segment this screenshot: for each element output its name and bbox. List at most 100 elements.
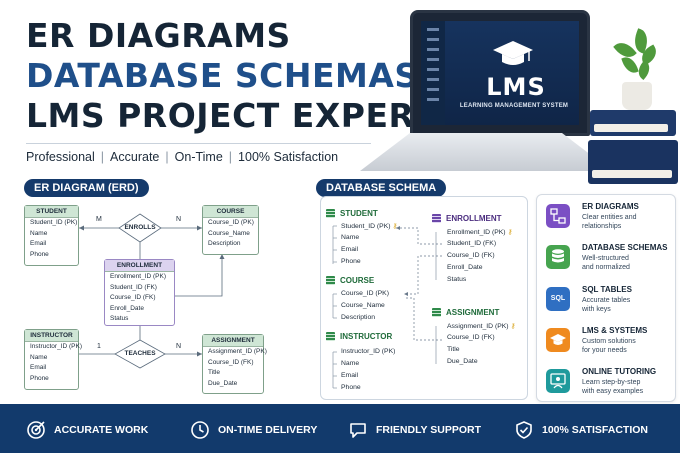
entity-field: Name xyxy=(30,353,48,361)
schema-field: Status xyxy=(447,276,467,283)
graduation-cap-icon xyxy=(493,41,533,65)
entity-field: Student_ID (PK) xyxy=(30,219,78,226)
laptop-screen: LMS LEARNING MANAGEMENT SYSTEM xyxy=(410,10,590,136)
service-title: LMS & SYSTEMS xyxy=(582,326,648,335)
schema-table-instructor: INSTRUCTOR xyxy=(326,332,392,341)
erd-entity-course: COURSE Course_ID (PK) Course_Name Descri… xyxy=(202,205,259,255)
table-icon xyxy=(326,209,335,218)
erd-entity-student: STUDENT Student_ID (PK) Name Email Phone xyxy=(24,205,79,266)
entity-field: Course_ID (FK) xyxy=(208,358,254,366)
schema-field: Course_ID (FK) xyxy=(447,252,495,259)
schema-table-student: STUDENT xyxy=(326,209,378,218)
lms-subtitle: LEARNING MANAGEMENT SYSTEM xyxy=(459,103,569,109)
entity-field: Instructor_ID (PK) xyxy=(30,343,83,350)
schema-field: Email xyxy=(341,372,358,379)
headline-line-3: LMS PROJECT EXPERT xyxy=(26,96,436,135)
schema-field: Phone xyxy=(341,258,361,265)
schema-field: Due_Date xyxy=(447,358,478,365)
entity-name: COURSE xyxy=(203,206,258,218)
entity-name: INSTRUCTOR xyxy=(25,330,78,342)
laptop-sidebar xyxy=(421,21,445,125)
enrolls-diamond xyxy=(118,213,162,243)
erd-entity-enrollment: ENROLLMENT Enrollment_ID (PK) Student_ID… xyxy=(104,259,175,326)
entity-name: STUDENT xyxy=(25,206,78,218)
tagline-item: Professional xyxy=(26,150,95,164)
entity-field: Name xyxy=(30,229,48,237)
cardinality-m: M xyxy=(96,216,102,223)
headline-divider xyxy=(26,143,371,144)
entity-field: Course_ID (FK) xyxy=(110,294,156,301)
headline-line-2: DATABASE SCHEMAS xyxy=(26,56,419,95)
target-icon xyxy=(27,421,45,439)
relationship-enrolls: ENROLLS xyxy=(124,224,156,231)
book-bottom xyxy=(588,140,678,184)
table-icon xyxy=(326,332,335,341)
key-icon: ⚷ xyxy=(392,223,398,230)
entity-field: Enroll_Date xyxy=(110,304,144,312)
sql-file-icon: SQL xyxy=(546,287,570,311)
tagline: Professional|Accurate|On-Time|100% Satis… xyxy=(26,150,339,164)
schema-field: Enrollment_ID (PK) ⚷ xyxy=(447,229,513,236)
tagline-item: 100% Satisfaction xyxy=(238,150,339,164)
entity-field: Status xyxy=(110,315,129,322)
table-icon xyxy=(432,214,441,223)
teaches-diamond xyxy=(114,339,166,369)
schema-field: Student_ID (PK) ⚷ xyxy=(341,223,398,230)
schema-field: Phone xyxy=(341,384,361,391)
tagline-item: Accurate xyxy=(110,150,160,164)
schema-field: Course_Name xyxy=(341,302,385,309)
clock-icon xyxy=(191,421,209,439)
laptop-keyboard xyxy=(360,133,612,171)
book-top xyxy=(590,110,676,136)
entity-name: ASSIGNMENT xyxy=(203,335,263,347)
schema-field: Title xyxy=(447,346,460,353)
schema-field: Name xyxy=(341,234,360,241)
diagram-icon xyxy=(546,204,570,228)
footer-item-on-time-delivery: ON-TIME DELIVERY xyxy=(190,420,317,440)
chat-bubble-icon xyxy=(350,423,366,438)
schema-field: Student_ID (FK) xyxy=(447,240,497,247)
cardinality-n: N xyxy=(176,343,182,350)
footer-item-100-satisfaction: 100% SATISFACTION xyxy=(514,420,648,440)
schema-section-title: DATABASE SCHEMA xyxy=(316,179,447,197)
schema-field: Description xyxy=(341,314,375,321)
table-icon xyxy=(326,276,335,285)
entity-field: Description xyxy=(208,240,241,247)
entity-field: Phone xyxy=(30,374,49,382)
service-title: ONLINE TUTORING xyxy=(582,367,657,376)
schema-field: Instructor_ID (PK) xyxy=(341,348,396,355)
schema-field: Course_ID (PK) xyxy=(341,290,389,297)
entity-field: Course_Name xyxy=(208,229,250,237)
cardinality-n: N xyxy=(176,216,182,223)
service-title: SQL TABLES xyxy=(582,285,632,294)
entity-field: Student_ID (FK) xyxy=(110,283,157,291)
entity-field: Assignment_ID (PK) xyxy=(208,348,267,355)
footer-bar xyxy=(0,404,680,453)
key-icon: ⚷ xyxy=(510,323,516,330)
erd-entity-instructor: INSTRUCTOR Instructor_ID (PK) Name Email… xyxy=(24,329,83,390)
table-icon xyxy=(432,308,441,317)
cardinality-1: 1 xyxy=(97,343,101,350)
graduation-cap-icon xyxy=(546,328,570,352)
schema-field: Course_ID (FK) xyxy=(447,334,495,341)
tagline-item: On-Time xyxy=(174,150,223,164)
service-title: ER DIAGRAMS xyxy=(582,202,639,211)
key-icon: ⚷ xyxy=(507,229,513,236)
erd-entity-assignment: ASSIGNMENT Assignment_ID (PK) Course_ID … xyxy=(202,334,267,394)
tutor-icon xyxy=(546,369,570,393)
entity-field: Title xyxy=(208,369,221,376)
footer-item-accurate-work: ACCURATE WORK xyxy=(26,420,148,440)
headline-line-1: ER DIAGRAMS xyxy=(26,16,291,55)
entity-field: Course_ID (PK) xyxy=(208,219,254,226)
